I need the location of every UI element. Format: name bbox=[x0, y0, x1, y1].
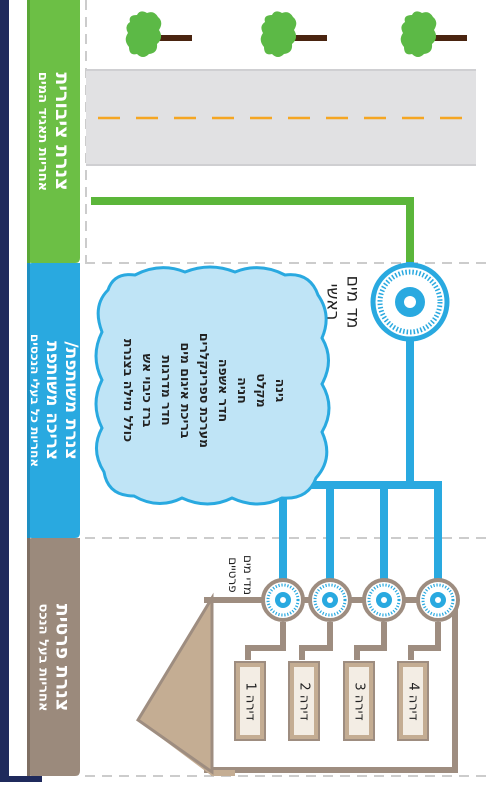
shared-zone-title-1: צנרת משותפת/ bbox=[61, 341, 81, 460]
diagram-frame-bottom bbox=[0, 776, 42, 782]
main-meter-label: מד מים ראשי bbox=[312, 262, 372, 342]
private-water-meter-icon bbox=[261, 578, 305, 622]
tree-icon bbox=[260, 11, 327, 57]
private-water-meter-icon bbox=[308, 578, 352, 622]
private-meters-label: מדי מים פרטיים bbox=[210, 545, 270, 605]
building-roof-icon bbox=[135, 592, 214, 775]
shared-use-item: מקלט bbox=[254, 373, 270, 408]
public-zone-label: צנרת ציבורית אחריות תאגיד המים bbox=[27, 0, 80, 263]
shared-zone-label: צנרת משותפת/ צריכה משותפת אחריות כל בעלי… bbox=[27, 263, 81, 538]
apartment-box-inner bbox=[294, 667, 314, 735]
public-zone-subtitle: אחריות תאגיד המים bbox=[35, 71, 51, 192]
apartment-box-inner bbox=[240, 667, 260, 735]
private-zone-title: צנרת פרטית bbox=[51, 603, 74, 711]
private-meters-label-line1: מדי מים bbox=[241, 555, 255, 595]
public-zone-title: צנרת ציבורית bbox=[51, 72, 74, 191]
private-water-meter-icon bbox=[416, 578, 460, 622]
shared-use-item: חדר אשפה bbox=[216, 358, 232, 423]
apartment-label-2: דירה 2 bbox=[296, 681, 312, 721]
public-zone-bar-edge bbox=[27, 0, 30, 263]
shared-uses-list: גינה מקלט חניה חדר אשפה מערכת ספרינקלרים… bbox=[95, 283, 315, 498]
main-meter-label-line2: ראשי bbox=[321, 283, 342, 321]
public-zone-bar bbox=[27, 0, 80, 263]
shared-use-item: חניה bbox=[235, 377, 251, 404]
shared-zone-bar bbox=[27, 263, 80, 538]
apartment-label-4: דירה 4 bbox=[405, 681, 421, 721]
shared-use-item: בריכת איגום מים bbox=[178, 342, 194, 439]
apartment-box-inner bbox=[403, 667, 423, 735]
shared-uses-cloud bbox=[94, 265, 331, 506]
apartment-label-3: דירה 3 bbox=[351, 681, 367, 721]
private-zone-bar bbox=[27, 538, 80, 776]
shared-zone-title-2: צריכה משותפת bbox=[42, 341, 62, 460]
private-pipe-apt-4 bbox=[408, 622, 441, 660]
private-zone-label: צנרת פרטית אחריות בעל הנכס bbox=[27, 538, 80, 776]
apartment-box-inner bbox=[349, 667, 369, 735]
private-zone-subtitle: אחריות בעל הנכס bbox=[35, 603, 51, 711]
private-pipe-apt-2 bbox=[299, 622, 333, 660]
public-pipe bbox=[91, 197, 414, 262]
shared-use-item: ברז כיבוי אש bbox=[140, 353, 156, 428]
private-pipe-apt-1 bbox=[245, 622, 286, 660]
shared-use-item: מערכת ספרינקלרים bbox=[197, 332, 213, 449]
private-meters-label-line2: פרטיים bbox=[226, 557, 240, 593]
shared-zone-bar-edge bbox=[27, 263, 30, 538]
shared-use-item: גינה bbox=[273, 378, 289, 403]
private-zone-bar-edge bbox=[27, 538, 30, 776]
tree-icon bbox=[125, 11, 192, 57]
apartment-label-1: דירה 1 bbox=[242, 681, 258, 721]
diagram-frame-left bbox=[0, 0, 9, 782]
shared-use-item: כולל נזילה בצנרת bbox=[121, 338, 137, 443]
main-water-meter-icon bbox=[370, 262, 450, 342]
shared-use-item: חדר מדרגות bbox=[159, 355, 175, 426]
main-meter-label-line1: מד מים bbox=[341, 275, 362, 329]
private-pipe-apt-3 bbox=[354, 622, 387, 660]
shared-zone-subtitle: אחריות כל בעלי הנכסים bbox=[28, 333, 42, 468]
private-water-meter-icon bbox=[362, 578, 406, 622]
tree-icon bbox=[400, 11, 467, 57]
